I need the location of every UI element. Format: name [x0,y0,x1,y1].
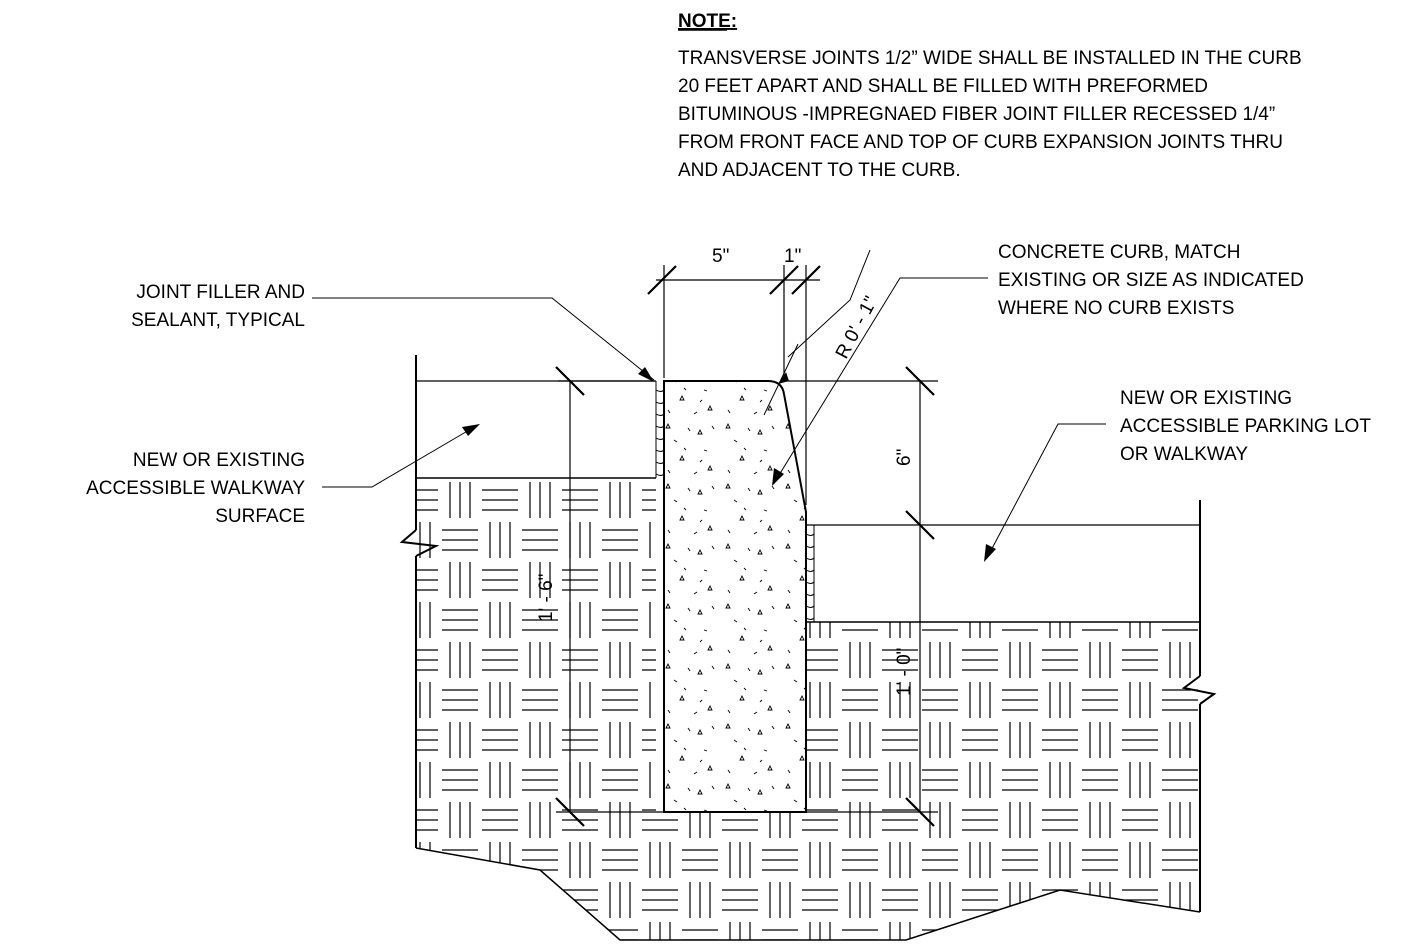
left-height-dimension [555,366,664,827]
top-dimension [647,265,821,505]
walkway-base-hatch [416,478,664,832]
note-line: BITUMINOUS -IMPREGNAED FIBER JOINT FILLE… [678,104,1275,125]
svg-text:WHERE NO CURB EXISTS: WHERE NO CURB EXISTS [998,298,1234,319]
note-line: FROM FRONT FACE AND TOP OF CURB EXPANSIO… [678,132,1283,153]
note-line: 20 FEET APART AND SHALL BE FILLED WITH P… [678,76,1208,97]
svg-text:CONCRETE CURB, MATCH: CONCRETE CURB, MATCH [998,242,1240,263]
svg-text:OR WALKWAY: OR WALKWAY [1120,444,1248,465]
dim-left-height: 1' - 6" [536,574,557,622]
leader-walkway [322,424,480,488]
note-heading: NOTE: [678,11,737,32]
note-block: NOTE: TRANSVERSE JOINTS 1/2” WIDE SHALL … [678,11,1302,181]
dim-top-width: 5" [712,246,729,267]
svg-text:ACCESSIBLE WALKWAY: ACCESSIBLE WALKWAY [86,478,305,499]
svg-text:EXISTING OR SIZE AS INDICATED: EXISTING OR SIZE AS INDICATED [998,270,1304,291]
label-curb: CONCRETE CURB, MATCH EXISTING OR SIZE AS… [998,242,1304,319]
dim-radius: R 0' - 1" [832,293,882,362]
leader-joint-filler [312,297,655,382]
svg-text:ACCESSIBLE PARKING LOT: ACCESSIBLE PARKING LOT [1120,416,1371,437]
note-line: TRANSVERSE JOINTS 1/2” WIDE SHALL BE INS… [678,48,1302,69]
dim-reveal-height: 6" [894,449,915,466]
svg-text:NEW OR EXISTING: NEW OR EXISTING [1120,388,1292,409]
svg-text:JOINT FILLER AND: JOINT FILLER AND [136,282,305,303]
dim-top-offset: 1" [784,246,801,267]
concrete-curb [663,380,807,813]
svg-text:SURFACE: SURFACE [215,506,305,527]
note-line: AND ADJACENT TO THE CURB. [678,160,961,181]
dim-right-height: 1' - 0" [894,648,915,696]
leader-parking [984,423,1106,562]
svg-text:NEW OR EXISTING: NEW OR EXISTING [133,450,305,471]
label-parking: NEW OR EXISTING ACCESSIBLE PARKING LOT O… [1120,388,1371,465]
leader-curb [772,277,988,486]
right-height-dimension [784,366,938,827]
joint-filler-left [655,381,665,478]
label-joint-filler: JOINT FILLER AND SEALANT, TYPICAL [131,282,305,331]
parking-base-hatch [416,622,1200,940]
svg-text:SEALANT, TYPICAL: SEALANT, TYPICAL [131,310,305,331]
joint-filler-right [805,525,815,622]
label-walkway: NEW OR EXISTING ACCESSIBLE WALKWAY SURFA… [86,450,305,527]
